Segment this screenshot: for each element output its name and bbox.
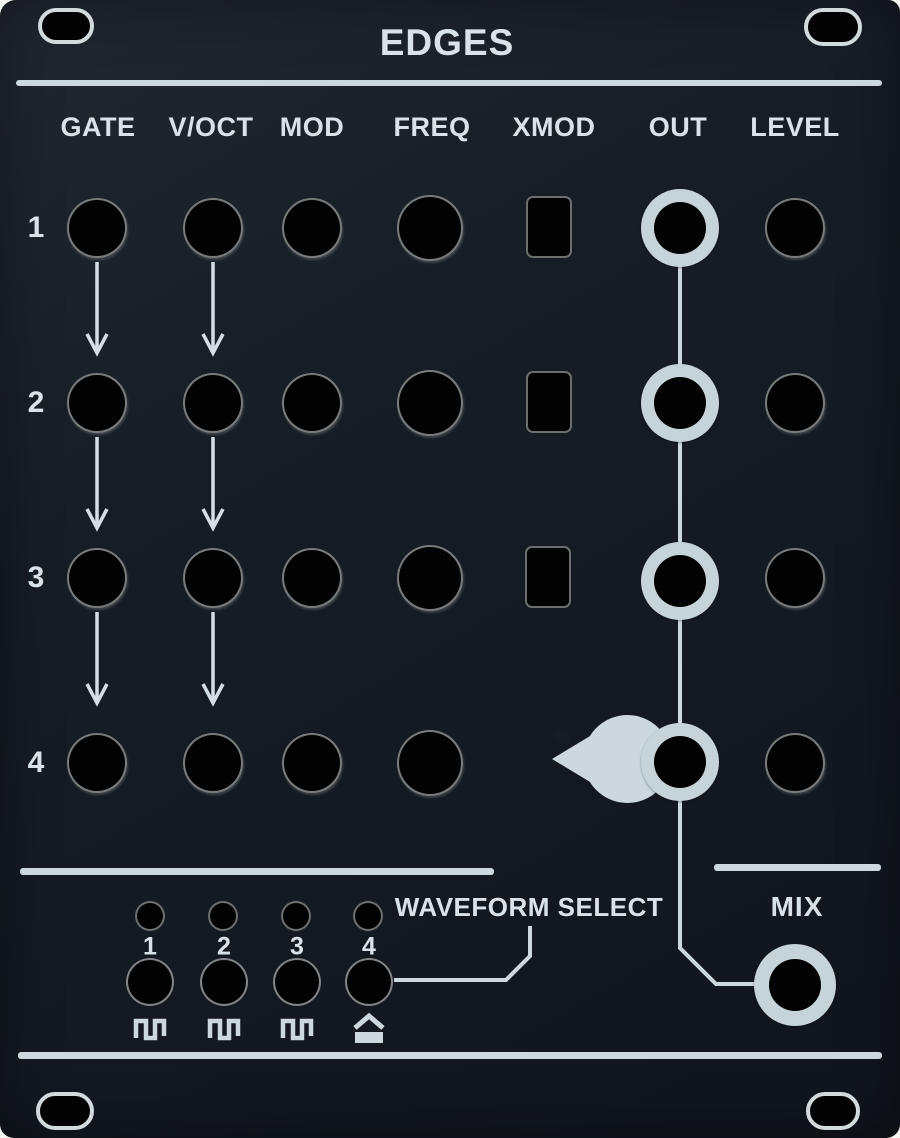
knob-freq-4[interactable] <box>397 730 463 796</box>
row-label-4: 4 <box>27 746 45 779</box>
column-header-xmod: XMOD <box>512 112 596 142</box>
lower-section-divider-left <box>20 868 494 875</box>
jack-mod-2[interactable] <box>282 373 342 433</box>
knob-level-3[interactable] <box>765 548 825 608</box>
jack-voct-2[interactable] <box>183 373 243 433</box>
bottom-divider <box>18 1052 882 1059</box>
down-arrow-icon <box>201 437 225 532</box>
jack-gate-1[interactable] <box>67 198 127 258</box>
screw-hole-bottom-right <box>806 1092 860 1130</box>
knob-level-1[interactable] <box>765 198 825 258</box>
title-divider <box>16 80 882 86</box>
down-arrow-icon <box>85 437 109 532</box>
channel-label-1: 1 <box>143 932 157 961</box>
jack-mod-4[interactable] <box>282 733 342 793</box>
pacman-icon <box>552 715 672 803</box>
jack-out-2[interactable] <box>641 364 719 442</box>
lower-section-divider-right <box>714 864 881 871</box>
screw-hole-top-left <box>38 8 94 44</box>
waveform-select-button-3[interactable] <box>273 958 321 1006</box>
screw-hole-bottom-left <box>36 1092 94 1130</box>
waveform-select-label: WAVEFORM SELECT <box>394 892 664 922</box>
channel-label-3: 3 <box>290 932 304 961</box>
knob-freq-3[interactable] <box>397 545 463 611</box>
knob-level-4[interactable] <box>765 733 825 793</box>
row-label-2: 2 <box>27 386 45 419</box>
jack-gate-3[interactable] <box>67 548 127 608</box>
jack-voct-1[interactable] <box>183 198 243 258</box>
down-arrow-icon <box>201 262 225 357</box>
module-title: EDGES <box>379 22 515 63</box>
square-wave-icon <box>280 1018 314 1041</box>
column-header-voct: V/OCT <box>168 112 254 142</box>
down-arrow-icon <box>85 262 109 357</box>
waveform-select-button-2[interactable] <box>200 958 248 1006</box>
knob-level-2[interactable] <box>765 373 825 433</box>
jack-mod-3[interactable] <box>282 548 342 608</box>
led-channel-2 <box>208 901 238 931</box>
led-channel-3 <box>281 901 311 931</box>
square-wave-icon <box>133 1018 167 1041</box>
jack-mix-out[interactable] <box>754 944 836 1026</box>
jack-out-1[interactable] <box>641 189 719 267</box>
screw-hole-top-right <box>804 8 862 46</box>
jack-gate-2[interactable] <box>67 373 127 433</box>
row-label-3: 3 <box>27 561 45 594</box>
switch-xmod-1[interactable] <box>526 196 572 258</box>
jack-voct-3[interactable] <box>183 548 243 608</box>
column-header-out: OUT <box>648 112 708 142</box>
down-arrow-icon <box>85 612 109 707</box>
column-header-freq: FREQ <box>393 112 471 142</box>
led-channel-1 <box>135 901 165 931</box>
waveform-select-button-1[interactable] <box>126 958 174 1006</box>
jack-out-4[interactable] <box>641 723 719 801</box>
knob-freq-2[interactable] <box>397 370 463 436</box>
waveform-select-button-4[interactable] <box>345 958 393 1006</box>
switch-xmod-3[interactable] <box>525 546 571 608</box>
column-header-gate: GATE <box>60 112 136 142</box>
row-label-1: 1 <box>27 211 45 244</box>
jack-mod-1[interactable] <box>282 198 342 258</box>
switch-xmod-2[interactable] <box>526 371 572 433</box>
channel-label-4: 4 <box>362 932 376 961</box>
jack-voct-4[interactable] <box>183 733 243 793</box>
jack-gate-4[interactable] <box>67 733 127 793</box>
led-channel-4 <box>353 901 383 931</box>
knob-freq-1[interactable] <box>397 195 463 261</box>
square-wave-icon <box>207 1018 241 1041</box>
jack-out-3[interactable] <box>641 542 719 620</box>
triangle-wave-icon <box>353 1012 385 1043</box>
column-header-level: LEVEL <box>750 112 840 142</box>
column-header-mod: MOD <box>279 112 345 142</box>
mix-label: MIX <box>770 891 824 922</box>
down-arrow-icon <box>201 612 225 707</box>
channel-label-2: 2 <box>217 932 231 961</box>
